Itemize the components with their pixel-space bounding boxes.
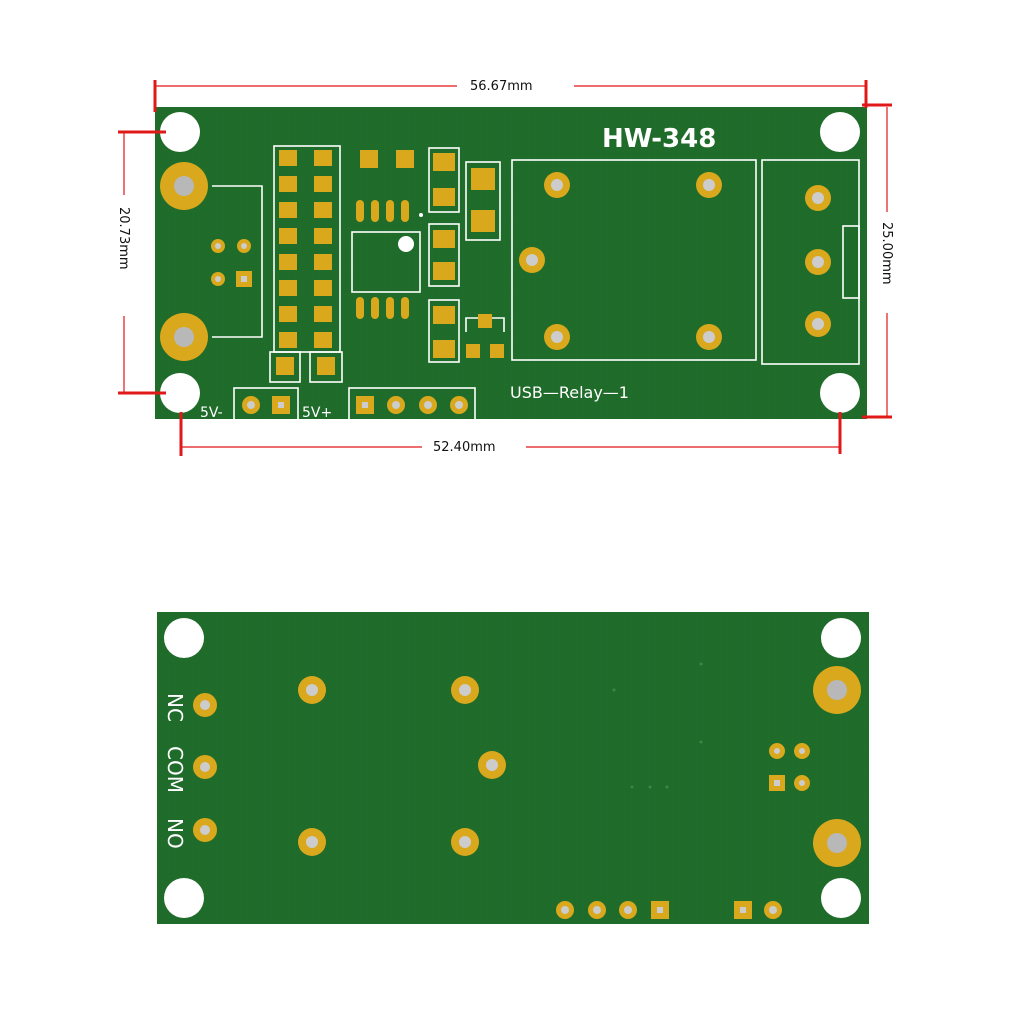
dimension-width-top: 56.67mm bbox=[470, 79, 533, 94]
dimension-lines: 56.67mm 52.40mm 20.73mm 25.00mm bbox=[116, 79, 894, 456]
dimension-hole-spacing-left: 20.73mm bbox=[116, 207, 131, 270]
smd-pad-column-right bbox=[314, 150, 332, 348]
ic-footprint bbox=[351, 200, 423, 319]
label-com: COM bbox=[163, 746, 187, 793]
board-model-label: HW-348 bbox=[602, 124, 716, 154]
relay-outline bbox=[511, 159, 757, 361]
smd-pad-column-left bbox=[279, 150, 297, 348]
bottom-board bbox=[157, 612, 869, 924]
mounting-hole bbox=[820, 112, 860, 152]
label-5v-plus: 5V+ bbox=[302, 405, 332, 421]
dimension-height-right: 25.00mm bbox=[879, 222, 894, 285]
mounting-hole bbox=[820, 373, 860, 413]
mounting-hole bbox=[160, 112, 200, 152]
mounting-hole bbox=[164, 878, 204, 918]
bottom-view: NC COM NO bbox=[157, 612, 869, 924]
mounting-hole bbox=[821, 878, 861, 918]
mounting-hole bbox=[164, 618, 204, 658]
label-nc: NC bbox=[163, 693, 187, 722]
label-no: NO bbox=[163, 818, 187, 849]
dimension-hole-spacing-bottom: 52.40mm bbox=[433, 440, 496, 455]
label-5v-minus: 5V- bbox=[200, 405, 223, 421]
top-view: 5V- 5V+ HW-348 USB—Relay—1 bbox=[155, 107, 867, 423]
mounting-hole bbox=[160, 373, 200, 413]
board-name-label: USB—Relay—1 bbox=[510, 383, 629, 402]
mounting-hole bbox=[821, 618, 861, 658]
